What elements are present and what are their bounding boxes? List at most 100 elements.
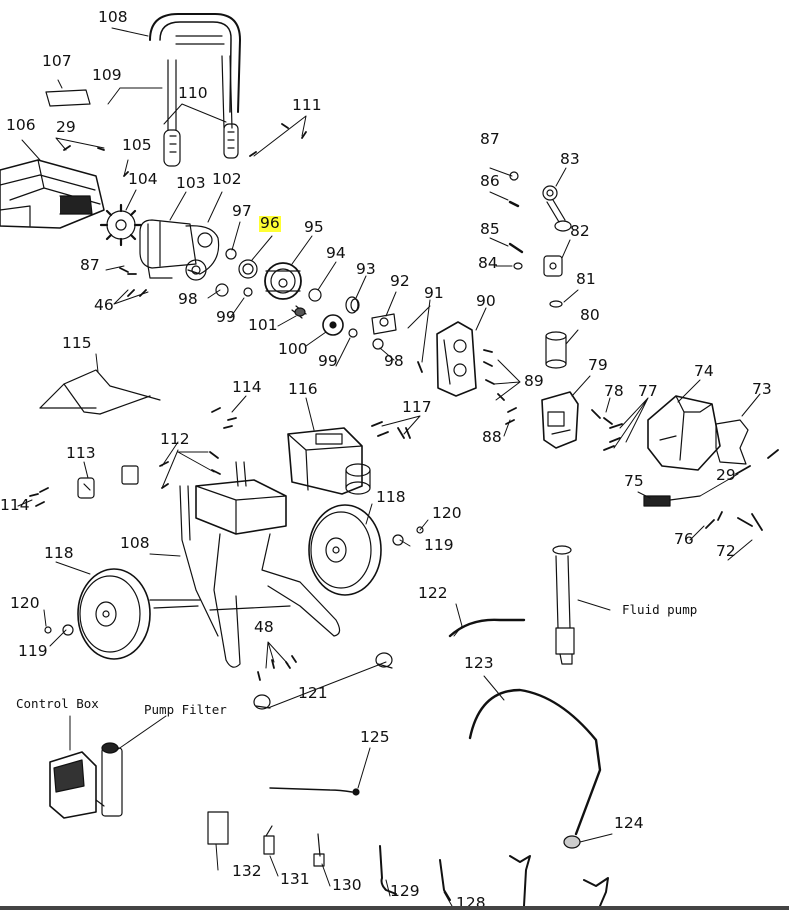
part-label-125: 125 bbox=[360, 728, 390, 746]
control-box-label: Control Box bbox=[16, 696, 99, 711]
part-label-48: 48 bbox=[254, 618, 274, 636]
switch-113-drawing bbox=[77, 465, 139, 499]
bearing-98a-drawing bbox=[215, 283, 229, 297]
washer-99-drawing bbox=[348, 328, 358, 338]
cart-frame-drawing bbox=[149, 461, 341, 668]
gasket-73-drawing bbox=[715, 419, 749, 465]
part-label-114: 114 bbox=[232, 378, 262, 396]
part-label-96-highlighted: 96 bbox=[259, 214, 281, 232]
swivel-124-drawing bbox=[563, 835, 581, 849]
part-label-103: 103 bbox=[176, 174, 206, 192]
part-label-129: 129 bbox=[390, 882, 420, 900]
wrench-129-drawing bbox=[379, 845, 397, 895]
bracket-115-drawing bbox=[39, 369, 161, 415]
front-cover-drawing bbox=[541, 391, 579, 449]
part-label-106: 106 bbox=[6, 116, 36, 134]
part-label-119-b: 119 bbox=[18, 642, 48, 660]
part-label-108: 108 bbox=[98, 8, 128, 26]
part-label-118-b: 118 bbox=[44, 544, 74, 562]
part-label-131: 131 bbox=[280, 870, 310, 888]
part-label-84: 84 bbox=[478, 254, 498, 272]
part-label-78: 78 bbox=[604, 382, 624, 400]
part-label-112: 112 bbox=[160, 430, 190, 448]
part-label-122: 122 bbox=[418, 584, 448, 602]
part-label-99: 99 bbox=[216, 308, 236, 326]
part-label-111: 111 bbox=[292, 96, 322, 114]
part-label-113: 113 bbox=[66, 444, 96, 462]
part-label-123: 123 bbox=[464, 654, 494, 672]
part-label-89: 89 bbox=[524, 372, 544, 390]
part-label-74: 74 bbox=[694, 362, 714, 380]
part-label-116: 116 bbox=[288, 380, 318, 398]
part-label-93: 93 bbox=[356, 260, 376, 278]
wheel-118b-drawing bbox=[308, 504, 382, 596]
part-label-120-b: 120 bbox=[10, 594, 40, 612]
part-label-110: 110 bbox=[178, 84, 208, 102]
part-label-104: 104 bbox=[128, 170, 158, 188]
washer-99a-drawing bbox=[243, 287, 253, 297]
part-label-108-b: 108 bbox=[120, 534, 150, 552]
part-label-95: 95 bbox=[304, 218, 324, 236]
sleeve-80-drawing bbox=[545, 331, 567, 369]
wrench-126-drawing bbox=[583, 877, 609, 907]
bushing-93-drawing bbox=[345, 296, 360, 314]
part-label-72: 72 bbox=[716, 542, 736, 560]
part-label-81: 81 bbox=[576, 270, 596, 288]
part-label-77: 77 bbox=[638, 382, 658, 400]
part-label-98: 98 bbox=[178, 290, 198, 308]
pump-filter-label: Pump Filter bbox=[144, 702, 227, 717]
wheel-118a-drawing bbox=[77, 568, 151, 660]
cable-125-drawing bbox=[269, 787, 353, 793]
gear-housing-drawing bbox=[436, 321, 477, 397]
fasteners-drawing bbox=[29, 123, 779, 681]
part-label-107: 107 bbox=[42, 52, 72, 70]
part-label-118: 118 bbox=[376, 488, 406, 506]
wrench-128-drawing bbox=[439, 859, 451, 901]
part-label-102: 102 bbox=[212, 170, 242, 188]
part-label-94: 94 bbox=[326, 244, 346, 262]
part-label-87: 87 bbox=[80, 256, 100, 274]
gear-95-drawing bbox=[264, 262, 302, 300]
washer-96-drawing bbox=[238, 259, 258, 279]
harness-75-drawing bbox=[643, 495, 671, 507]
part-label-85: 85 bbox=[480, 220, 500, 238]
part-label-91: 91 bbox=[424, 284, 444, 302]
motor-drawing bbox=[139, 219, 220, 281]
part-label-46: 46 bbox=[94, 296, 114, 314]
part-label-79: 79 bbox=[588, 356, 608, 374]
part-label-73: 73 bbox=[752, 380, 772, 398]
bearing-98-drawing bbox=[372, 338, 384, 350]
gear-100-drawing bbox=[322, 314, 344, 336]
control-box-116-drawing bbox=[287, 427, 371, 495]
part-label-82: 82 bbox=[570, 222, 590, 240]
part-label-86: 86 bbox=[480, 172, 500, 190]
clip-84-drawing bbox=[513, 262, 523, 270]
part-label-29: 29 bbox=[56, 118, 76, 136]
connecting-rod-drawing bbox=[542, 185, 572, 232]
part-label-99-b: 99 bbox=[318, 352, 338, 370]
bearing-87b-drawing bbox=[509, 171, 519, 181]
part-label-75: 75 bbox=[624, 472, 644, 490]
o-ring-81-drawing bbox=[549, 300, 563, 308]
part-label-121: 121 bbox=[298, 684, 328, 702]
manual-132-drawing bbox=[207, 811, 229, 845]
part-label-119: 119 bbox=[424, 536, 454, 554]
crank-92-drawing bbox=[371, 313, 397, 335]
washer-94-drawing bbox=[308, 288, 322, 302]
part-label-87-top: 87 bbox=[480, 130, 500, 148]
hose-122-drawing bbox=[448, 618, 526, 638]
shaft-101-drawing bbox=[291, 305, 307, 319]
wrench-127-drawing bbox=[509, 855, 531, 907]
pin-85-drawing bbox=[508, 242, 524, 254]
oil-131-drawing bbox=[263, 825, 275, 855]
fluid-pump-label: Fluid pump bbox=[622, 602, 698, 617]
leader-lines bbox=[17, 27, 761, 907]
bearing-97-drawing bbox=[225, 248, 237, 260]
part-label-109: 109 bbox=[92, 66, 122, 84]
bottom-border bbox=[0, 906, 789, 910]
handle-frame-drawing bbox=[149, 13, 241, 167]
part-label-98-b: 98 bbox=[384, 352, 404, 370]
part-label-115: 115 bbox=[62, 334, 92, 352]
